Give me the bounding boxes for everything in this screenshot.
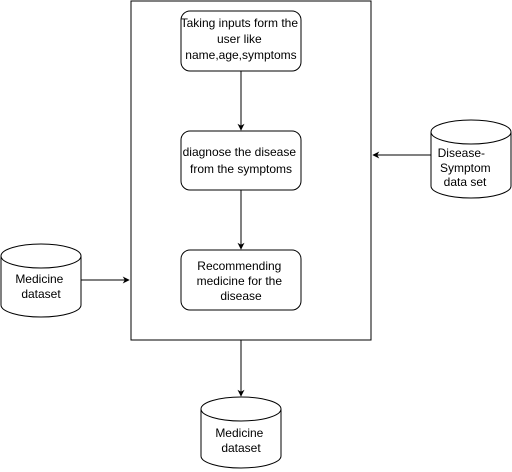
process-step-recommend	[180, 249, 302, 311]
label-line: Taking inputs form the	[181, 16, 299, 30]
label-line: dataset	[21, 287, 61, 301]
label-line: Recommending	[197, 259, 281, 273]
label-line: data set	[444, 175, 487, 189]
datastore-medicine-input-label: Medicine dataset	[15, 272, 66, 301]
datastore-disease-symptom-label: Disease- Symptom data set	[438, 146, 494, 189]
label-line: dataset	[221, 441, 261, 455]
label-line: diagnose the disease	[183, 145, 297, 159]
process-step-diagnose	[180, 130, 302, 191]
process-step-input-label: Taking inputs form the user like name,ag…	[181, 16, 302, 62]
label-line: Medicine	[15, 272, 63, 286]
label-line: user like	[217, 32, 262, 46]
label-line: disease	[220, 289, 262, 303]
datastore-medicine-output: Medicine dataset	[200, 396, 282, 469]
datastore-medicine-output-label: Medicine dataset	[215, 426, 266, 455]
label-line: Disease-	[438, 146, 485, 160]
datastore-disease-symptom: Disease- Symptom data set	[430, 119, 512, 199]
label-line: Medicine	[215, 426, 263, 440]
datastore-medicine-input: Medicine dataset	[0, 243, 82, 318]
label-line: Symptom	[440, 161, 491, 175]
process-step-diagnose-label: diagnose the disease from the symptoms	[183, 145, 300, 176]
label-line: name,age,symptoms	[185, 48, 296, 62]
process-step-recommend-label: Recommending medicine for the disease	[197, 259, 286, 303]
label-line: from the symptoms	[190, 162, 292, 176]
label-line: medicine for the	[197, 274, 283, 288]
